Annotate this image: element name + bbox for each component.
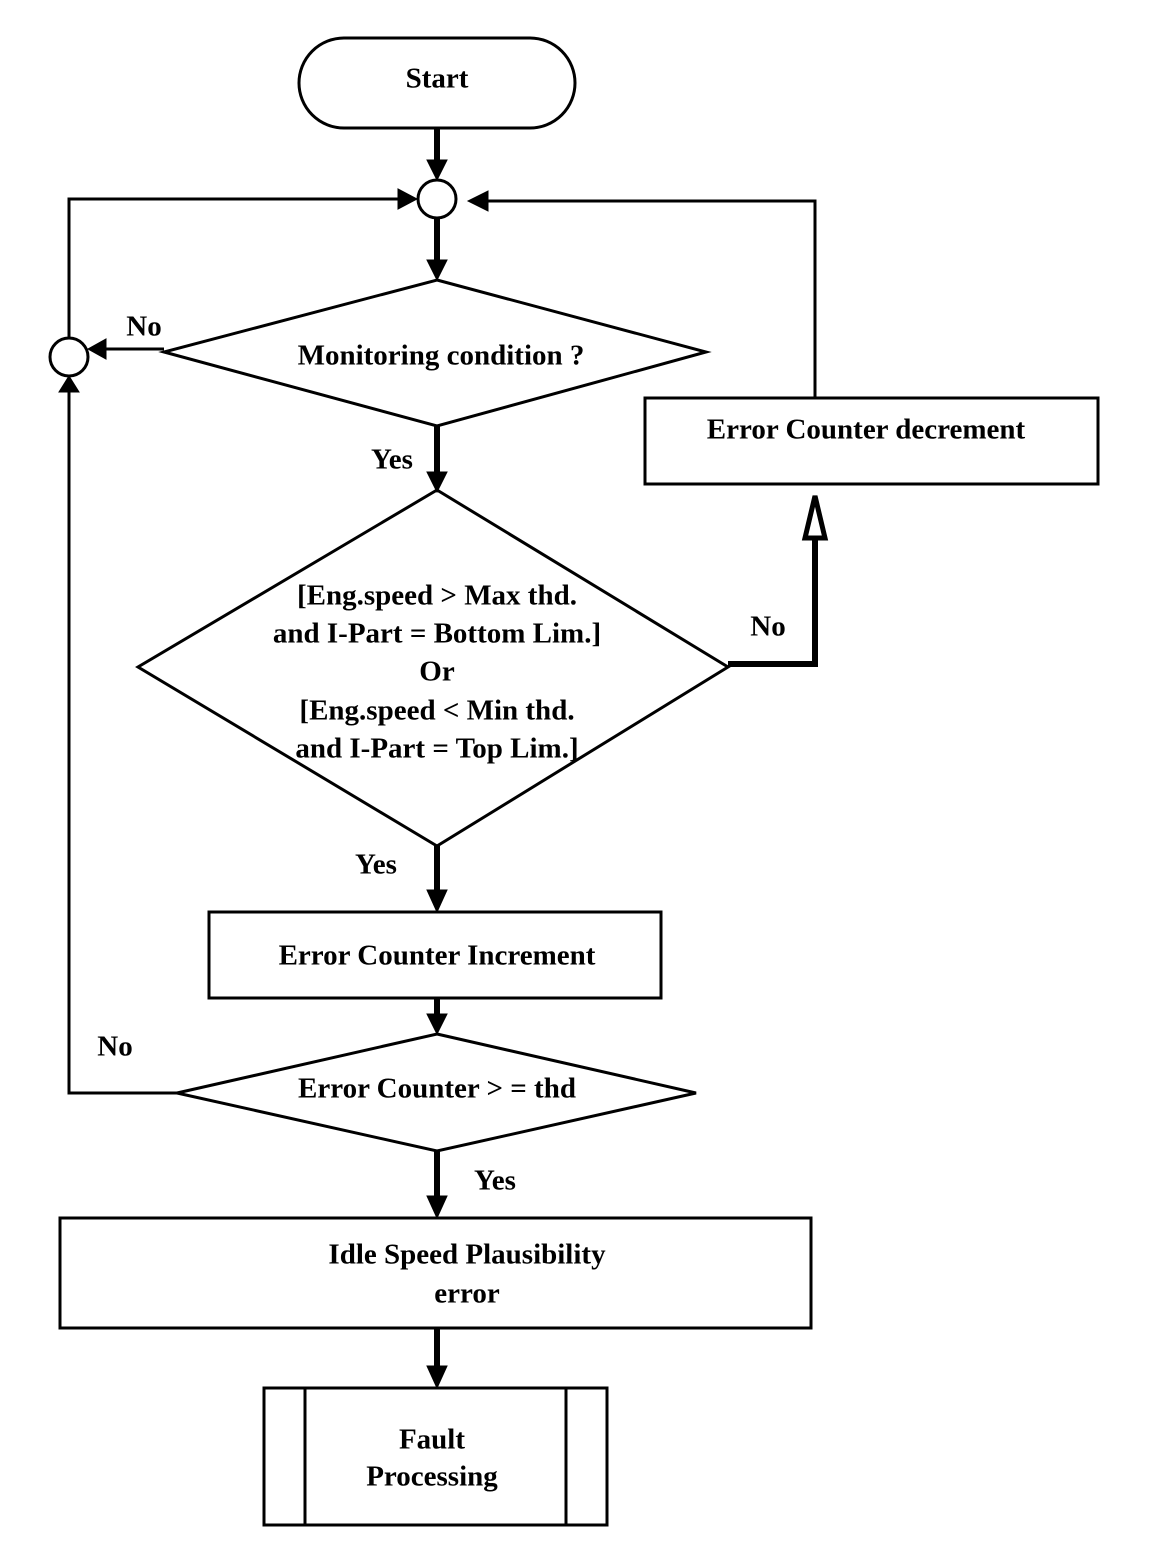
arrowhead <box>426 889 448 914</box>
speed-check-line-1: [Eng.speed > Max thd. <box>297 580 577 612</box>
arrowhead <box>801 495 829 541</box>
edge-label-monitoring-no: No <box>126 311 161 343</box>
error-counter-increment-box <box>207 910 663 1000</box>
merge-connector-top <box>416 178 458 220</box>
edge-speed-check-no <box>728 538 818 667</box>
error-counter-increment-label: Error Counter Increment <box>279 940 596 972</box>
edge-label-threshold-yes: Yes <box>474 1165 516 1197</box>
speed-check-line-5: and I-Part = Top Lim.] <box>295 733 578 765</box>
arrowhead <box>426 1365 448 1390</box>
arrowhead <box>466 190 489 212</box>
plausibility-error-line-1: Idle Speed Plausibility <box>328 1239 606 1271</box>
edge-label-monitoring-yes: Yes <box>371 444 413 476</box>
arrowhead <box>426 159 448 182</box>
fault-processing-line-2: Processing <box>366 1461 498 1493</box>
error-counter-decrement-label: Error Counter decrement <box>707 414 1026 446</box>
arrowhead <box>397 188 419 210</box>
edge-threshold-no-loop <box>67 392 177 1095</box>
merge-connector-left <box>48 336 90 378</box>
edge-label-threshold-no: No <box>97 1031 132 1063</box>
fault-processing-line-1: Fault <box>399 1424 465 1456</box>
plausibility-error-box <box>58 1216 813 1330</box>
arrowhead <box>58 375 80 393</box>
arrowhead <box>86 338 107 360</box>
speed-check-line-3: Or <box>419 656 455 688</box>
error-counter-decrement-box <box>643 396 1100 486</box>
speed-check-line-2: and I-Part = Bottom Lim.] <box>273 618 601 650</box>
fault-processing-subroutine <box>262 1386 609 1527</box>
speed-check-line-4: [Eng.speed < Min thd. <box>299 695 574 727</box>
error-counter-threshold-label: Error Counter > = thd <box>298 1073 576 1105</box>
arrowhead <box>426 1195 448 1220</box>
edge-label-speed-check-yes: Yes <box>355 849 397 881</box>
edge-decrement-to-merge <box>486 199 817 398</box>
arrowhead <box>426 471 448 494</box>
plausibility-error-line-2: error <box>434 1278 500 1310</box>
edge-left-merge-to-top-merge <box>67 197 400 338</box>
monitoring-condition-label: Monitoring condition ? <box>298 340 585 372</box>
edge-label-speed-check-no: No <box>750 611 785 643</box>
arrowhead <box>426 259 448 282</box>
start-label: Start <box>406 63 469 95</box>
arrowhead <box>426 1013 448 1036</box>
